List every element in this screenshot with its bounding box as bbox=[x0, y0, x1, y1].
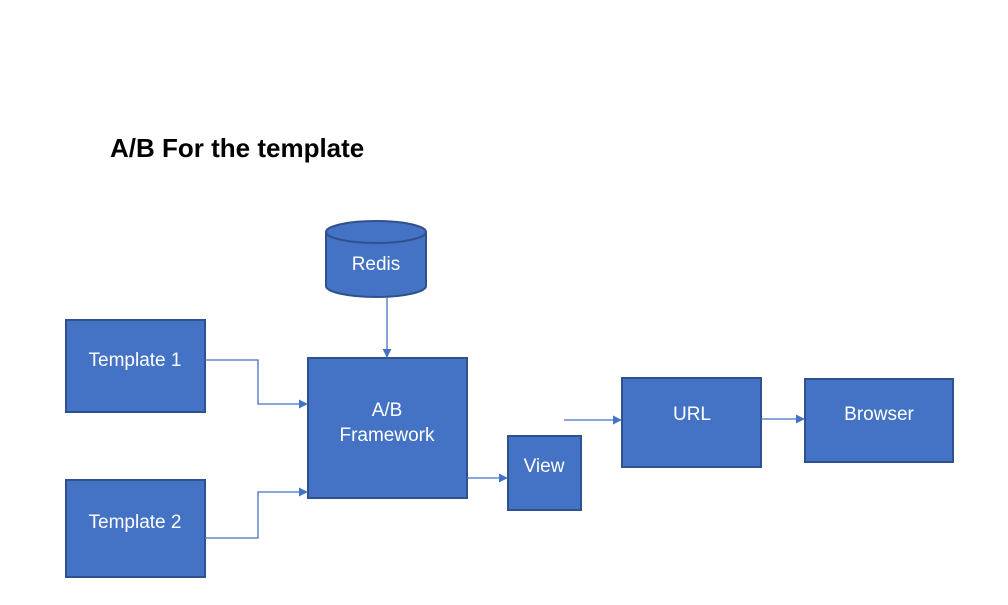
view-node: View bbox=[507, 435, 582, 511]
framework-node: A/B Framework bbox=[307, 357, 468, 499]
template2-node: Template 2 bbox=[65, 479, 206, 578]
connector-template2-framework bbox=[205, 487, 308, 539]
browser-label: Browser bbox=[844, 404, 914, 425]
browser-node: Browser bbox=[804, 378, 954, 463]
template2-label: Template 2 bbox=[89, 512, 182, 533]
template1-label: Template 1 bbox=[89, 350, 182, 371]
framework-label-line2: Framework bbox=[339, 425, 435, 446]
redis-label: Redis bbox=[352, 254, 401, 275]
redis-node: Redis bbox=[325, 220, 427, 298]
view-label: View bbox=[524, 456, 565, 477]
url-label: URL bbox=[673, 404, 711, 425]
url-node: URL bbox=[621, 377, 762, 468]
template1-node: Template 1 bbox=[65, 319, 206, 413]
diagram-title: A/B For the template bbox=[110, 133, 365, 163]
connector-template1-framework bbox=[205, 359, 308, 409]
framework-label-line1: A/B bbox=[372, 400, 403, 421]
